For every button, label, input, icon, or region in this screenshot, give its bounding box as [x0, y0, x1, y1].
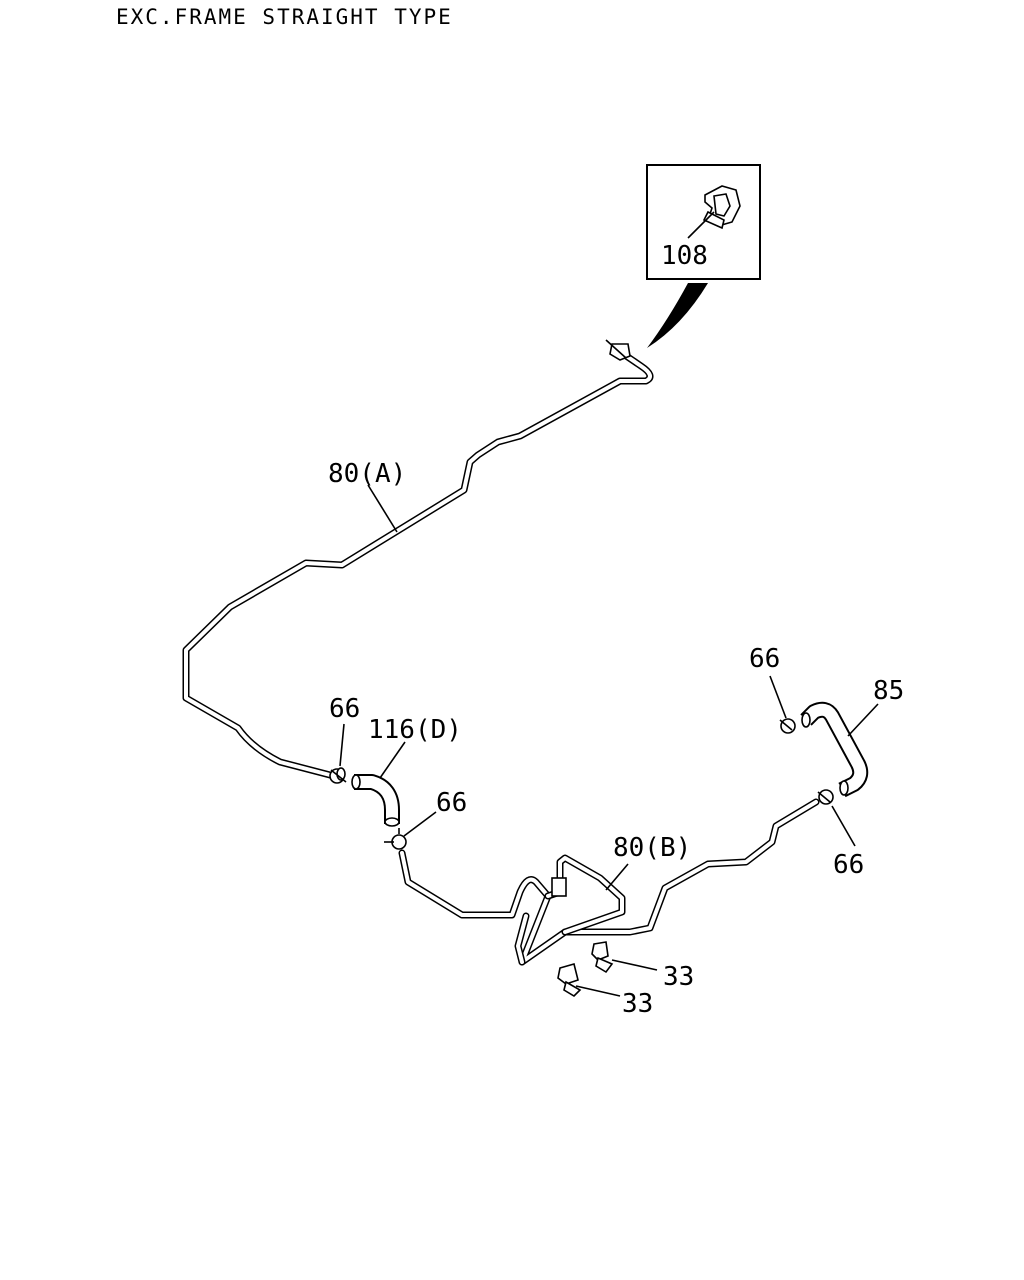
pipe-80b — [398, 798, 820, 966]
callout-66-lower-right: 66 — [833, 850, 864, 880]
callout-108: 108 — [661, 241, 708, 271]
leader-66-lower-right — [831, 805, 856, 847]
detail-pointer — [647, 283, 708, 348]
callout-66-middle: 66 — [436, 788, 467, 818]
hose-85 — [800, 701, 869, 798]
clip-33-lower — [557, 963, 582, 998]
leader-66-upper-right — [769, 675, 787, 719]
callout-66-upper-right: 66 — [749, 644, 780, 674]
detail-inset-108: 108 — [646, 164, 761, 280]
leader-80a — [367, 484, 398, 533]
leader-66-left — [339, 723, 345, 767]
clamp-66-lower-right — [817, 789, 834, 805]
callout-33-upper: 33 — [663, 962, 694, 992]
callout-80a: 80(A) — [328, 459, 406, 489]
leader-85 — [847, 703, 879, 737]
clamp-66-upper-right — [779, 718, 796, 734]
leader-33-lower — [575, 985, 621, 997]
leader-33-upper — [611, 959, 658, 971]
diagram-title: EXC.FRAME STRAIGHT TYPE — [116, 5, 453, 29]
callout-66-left: 66 — [329, 694, 360, 724]
pipe-80a — [182, 345, 654, 779]
leader-108 — [687, 211, 715, 239]
clamp-66-middle — [384, 828, 407, 850]
callout-33-lower: 33 — [622, 989, 653, 1019]
clip-108-on-pipe — [605, 339, 631, 361]
hose-116d — [351, 774, 400, 827]
leader-116d — [379, 741, 406, 779]
tee-junction — [551, 877, 567, 897]
leader-80b — [605, 863, 629, 891]
clip-33-upper — [591, 941, 614, 974]
callout-80b: 80(B) — [613, 833, 691, 863]
leader-66-middle — [403, 811, 437, 837]
callout-85: 85 — [873, 676, 904, 706]
clamp-66-left — [329, 767, 347, 784]
callout-116d: 116(D) — [368, 715, 462, 745]
